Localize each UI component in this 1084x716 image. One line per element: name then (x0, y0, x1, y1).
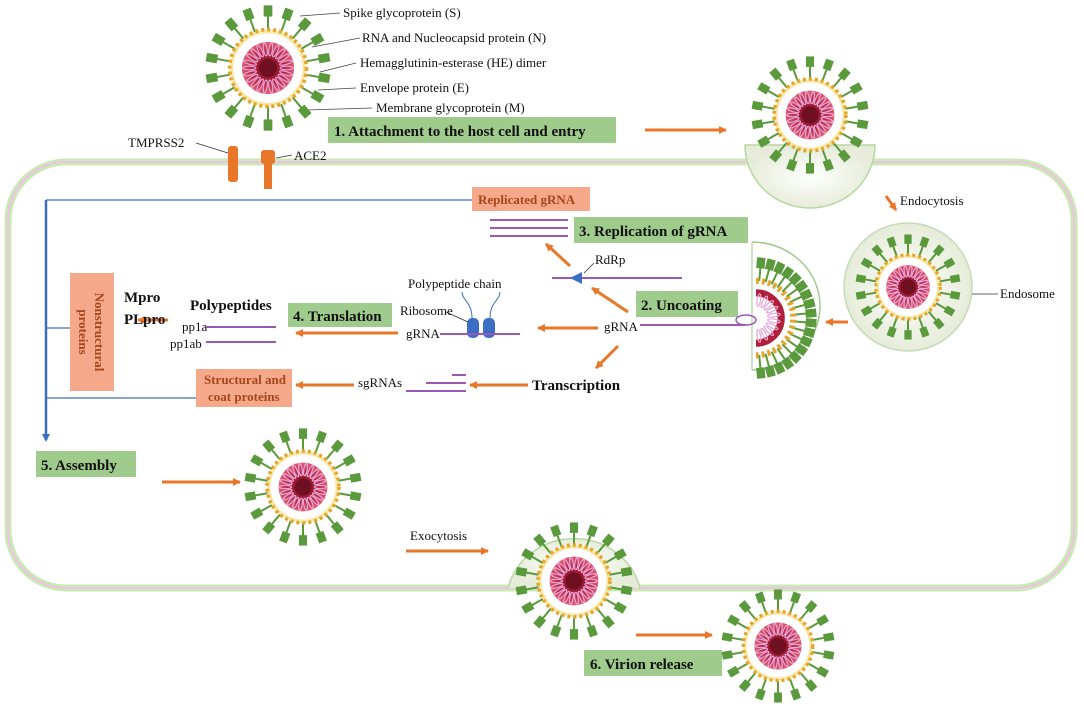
envelope-label: Envelope protein (E) (360, 80, 469, 95)
step5-label: 5. Assembly (41, 458, 117, 474)
virion-layer (205, 5, 961, 703)
grna-left-label: gRNA (406, 326, 441, 341)
ribosome-label: Ribosome (400, 303, 453, 318)
replicated-grna-label: Replicated gRNA (478, 192, 576, 207)
virion-uncoating (755, 257, 817, 379)
rdrp-enzyme (570, 272, 582, 284)
transcription-label: Transcription (532, 378, 621, 394)
tmprss2-label: TMPRSS2 (128, 135, 184, 150)
step1-box (328, 117, 616, 143)
tmprss2-receptor (228, 146, 238, 182)
polypeptide-chain-label: Polypeptide chain (408, 276, 502, 291)
sgrnas-label: sgRNAs (358, 375, 402, 390)
virion-assembled (244, 428, 362, 546)
rdrp-label: RdRp (595, 252, 625, 267)
arrow-rdrp-to-replicated (544, 242, 572, 268)
sgrna-strands (406, 374, 466, 392)
endosome-label: Endosome (1000, 286, 1055, 301)
step4-label: 4. Translation (293, 309, 382, 325)
pp1ab-label: pp1ab (170, 336, 202, 351)
nonstructural-box (70, 273, 114, 391)
virion-top-labeled (205, 5, 331, 131)
step2-box (636, 291, 738, 317)
membrane-label: Membrane glycoprotein (M) (376, 100, 525, 115)
arrow-endocytosis (884, 195, 898, 211)
structural-label-1: Structural and (204, 372, 287, 387)
mpro-label: Mpro (124, 290, 160, 306)
virus-part-leaders (299, 12, 373, 111)
arrow-to-transcription (594, 344, 620, 370)
arrow-uncoat-to-rdrp (591, 286, 629, 314)
step1-label: 1. Attachment to the host cell and entry (334, 124, 586, 140)
virion-entering (751, 56, 869, 174)
step2-label: 2. Uncoating (641, 298, 722, 314)
plpro-label: PLpro (124, 312, 165, 328)
step4-box (288, 303, 392, 327)
virion-exocytosis (515, 522, 633, 640)
endocytosis-label: Endocytosis (900, 193, 964, 208)
pp1a-label: pp1a (182, 319, 208, 334)
step3-box (574, 217, 748, 243)
he-dimer-label: Hemagglutinin-esterase (HE) dimer (360, 55, 547, 70)
ace2-label: ACE2 (294, 148, 327, 163)
engulfing-membrane (744, 144, 876, 209)
polypeptides-label: Polypeptides (190, 298, 272, 314)
exocytosis-label: Exocytosis (410, 528, 467, 543)
replicated-grna-box (472, 187, 590, 211)
nonstructural-label-2: proteins (76, 309, 91, 354)
step6-label: 6. Virion release (590, 657, 694, 673)
nonstructural-label-1: Nonstructural (92, 293, 107, 372)
virion-released (721, 589, 835, 703)
replicated-strands (490, 219, 568, 237)
structural-label-2: coat proteins (208, 389, 280, 404)
grna-center-label: gRNA (604, 319, 639, 334)
spike-label: Spike glycoprotein (S) (343, 5, 461, 20)
structural-box (196, 369, 292, 407)
ace2-receptor (261, 150, 275, 189)
step5-box (36, 451, 136, 477)
rna-nucleocapsid-label: RNA and Nucleocapsid protein (N) (362, 30, 546, 45)
virion-in-endosome (855, 234, 961, 340)
step3-label: 3. Replication of gRNA (579, 224, 727, 240)
step6-box (584, 650, 722, 676)
uncoating-compartment (751, 241, 821, 371)
